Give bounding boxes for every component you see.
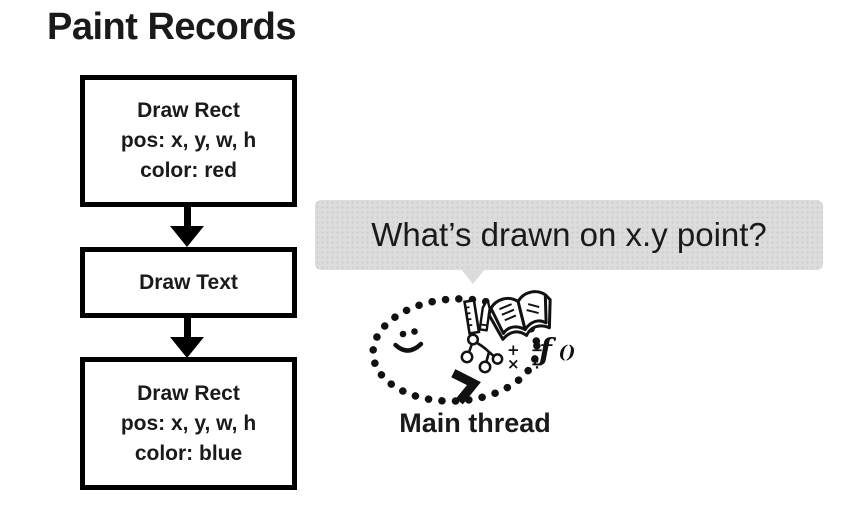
- function-notation-icon: ƒ (): [533, 333, 576, 368]
- arrow-head-icon: [170, 337, 204, 358]
- page-title: Paint Records: [47, 6, 297, 48]
- pencil-icon: [478, 298, 491, 332]
- flow-box-draw-text: Draw Text: [80, 247, 297, 318]
- function-parens: (): [558, 342, 575, 363]
- math-symbols-icon: + − × ÷: [507, 341, 546, 373]
- chevron-arrow-icon: [451, 369, 481, 405]
- flow-box-line: color: red: [140, 159, 237, 182]
- main-thread-illustration: + − × ÷ ƒ (): [369, 290, 576, 405]
- flow-box-line: Draw Text: [139, 270, 238, 294]
- arrow-stem: [184, 317, 191, 339]
- ruler-icon: [463, 298, 481, 335]
- dotted-loop-icon: [369, 295, 541, 405]
- flow-box-line: pos: x, y, w, h: [120, 129, 257, 152]
- flow-box-draw-rect-red: Draw Rect pos: x, y, w, h color: red: [80, 75, 297, 207]
- flow-box-line: Draw Rect: [137, 381, 240, 405]
- flow-box-line: Draw Rect: [137, 99, 240, 122]
- math-row-2: × ÷: [507, 355, 546, 373]
- flow-box-draw-rect-blue: Draw Rect pos: x, y, w, h color: blue: [80, 357, 297, 490]
- arrow-head-icon: [170, 226, 204, 247]
- tree-graph-icon: [460, 333, 504, 374]
- speech-bubble-text: What’s drawn on x.y point?: [371, 216, 767, 253]
- main-thread-label: Main thread: [399, 408, 551, 438]
- arrow-stem: [184, 206, 191, 228]
- flow-box-line: pos: x, y, w, h: [120, 411, 257, 435]
- speech-bubble-tail: [461, 269, 485, 284]
- flow-box-line: color: blue: [134, 441, 243, 465]
- speech-bubble: What’s drawn on x.y point?: [315, 200, 823, 270]
- smiley-face-icon: [393, 328, 424, 353]
- math-row-1: + −: [507, 341, 546, 359]
- open-book-icon: [487, 290, 552, 341]
